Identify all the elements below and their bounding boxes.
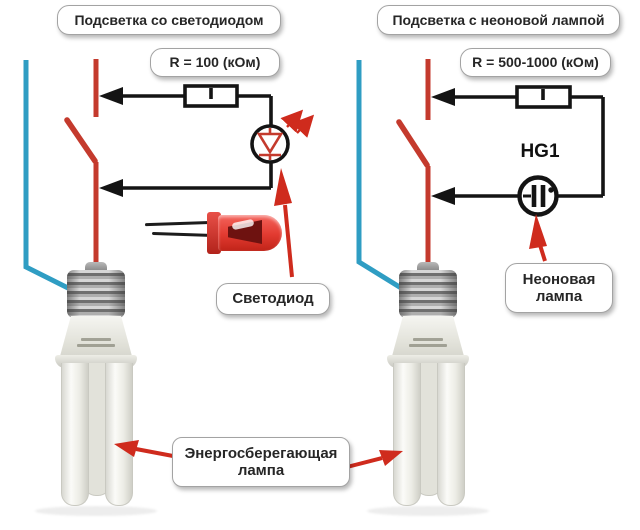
arrowhead-icon bbox=[99, 179, 123, 197]
switch-lever-icon-left bbox=[64, 117, 98, 164]
led-callout-label: Светодиод bbox=[216, 283, 330, 315]
light-emission-arrows-icon bbox=[280, 109, 315, 138]
led-photo bbox=[140, 205, 290, 260]
title-left: Подсветка со светодиодом bbox=[57, 5, 281, 35]
title-right: Подсветка с неоновой лампой bbox=[377, 5, 620, 35]
arrowhead-icon bbox=[431, 187, 455, 205]
neutral-wire-blue-right bbox=[356, 60, 408, 294]
neon-designator: HG1 bbox=[520, 141, 560, 162]
bulb-tube bbox=[393, 363, 421, 506]
arrowhead-icon bbox=[431, 88, 455, 106]
led-flange bbox=[207, 212, 221, 254]
energy-saving-lamp-label: Энергосберегающая лампа bbox=[172, 437, 350, 487]
bulb-marking bbox=[413, 338, 443, 341]
right-circuit bbox=[356, 59, 605, 294]
neon-callout-label: Неоновая лампа bbox=[505, 263, 613, 313]
left-circuit bbox=[23, 59, 315, 296]
bulb-contact-tip bbox=[417, 262, 439, 273]
bulb-tube bbox=[437, 363, 465, 506]
neon-gas-dot bbox=[548, 187, 554, 193]
bulb-screw-base bbox=[67, 270, 125, 318]
bulb-marking bbox=[409, 344, 447, 347]
bulb-housing bbox=[391, 316, 465, 358]
bulb-housing bbox=[59, 316, 133, 358]
bulb-tube bbox=[105, 363, 133, 506]
bulb-contact-tip bbox=[85, 262, 107, 273]
bulb-shadow bbox=[35, 506, 157, 516]
switch-lever-icon-right bbox=[396, 119, 430, 168]
resistor-value-right: R = 500-1000 (кОм) bbox=[460, 48, 611, 77]
led-diode-triangle bbox=[256, 132, 284, 155]
bulb-shadow bbox=[367, 506, 489, 516]
bulb-marking bbox=[77, 344, 115, 347]
neutral-wire-blue-left bbox=[23, 60, 80, 296]
cfl-bulb-left bbox=[35, 262, 157, 516]
arrowhead-icon bbox=[99, 87, 123, 105]
led-lead-wire bbox=[144, 220, 216, 227]
cfl-bulb-right bbox=[367, 262, 489, 516]
bulb-tube bbox=[61, 363, 89, 506]
bulb-screw-base bbox=[399, 270, 457, 318]
bulb-marking bbox=[81, 338, 111, 341]
led-lead-wire bbox=[151, 231, 216, 238]
resistor-value-left: R = 100 (кОм) bbox=[150, 48, 280, 77]
